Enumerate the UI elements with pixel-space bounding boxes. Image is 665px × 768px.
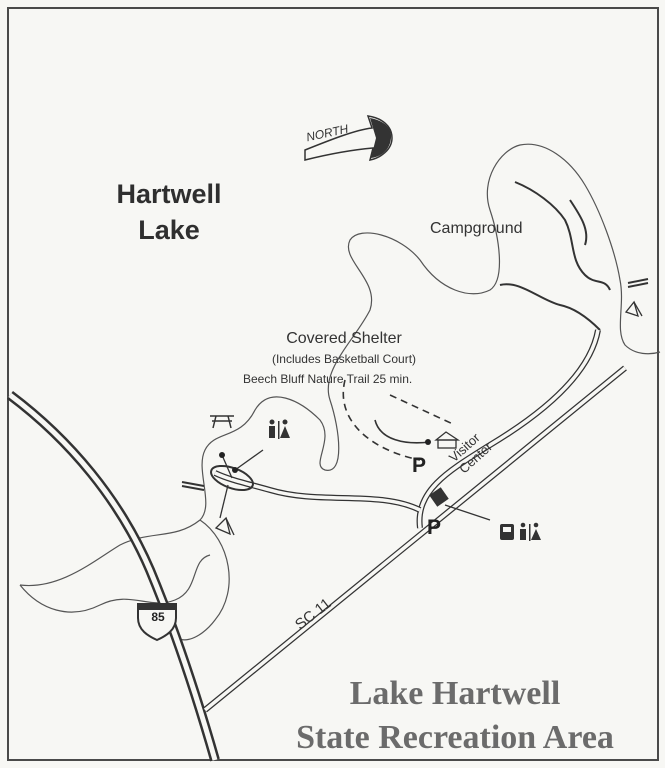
nature-trail bbox=[342, 379, 456, 461]
visitor-center-pointer bbox=[444, 504, 491, 521]
lake-name-line1: Hartwell bbox=[116, 179, 222, 209]
interstate-85 bbox=[6, 391, 220, 762]
parking-icon: P bbox=[412, 454, 427, 477]
campground-label: Campground bbox=[430, 220, 523, 237]
visitor-center-icon bbox=[429, 487, 449, 507]
phone-icon bbox=[500, 524, 514, 540]
interstate-shield-icon bbox=[137, 603, 177, 642]
shelter-icon bbox=[434, 431, 461, 449]
campground-inlet bbox=[499, 181, 611, 331]
lake-name-line2: Lake bbox=[138, 215, 200, 245]
map-title-line1: Lake Hartwell bbox=[349, 675, 561, 712]
nature-trail-label: Beech Bluff Nature Trail 25 min. bbox=[243, 372, 413, 386]
picnic-table-icon bbox=[210, 415, 234, 429]
restroom-icon bbox=[269, 419, 290, 439]
restroom-icon bbox=[520, 522, 541, 541]
boat-ramp-icon bbox=[627, 278, 649, 288]
fishing-icon bbox=[214, 516, 235, 536]
parking-icon: P bbox=[427, 516, 442, 539]
shelter-path bbox=[374, 419, 431, 444]
boat-ramp-icon bbox=[181, 481, 205, 491]
north-arrow-icon bbox=[304, 115, 393, 161]
road-sc11 bbox=[203, 365, 627, 713]
shelter-sub-label: (Includes Basketball Court) bbox=[271, 352, 417, 366]
lake-name: Hartwell Lake bbox=[84, 176, 254, 248]
park-road bbox=[416, 329, 601, 529]
map-title: Lake Hartwell State Recreation Area bbox=[245, 672, 665, 760]
lake-access-road bbox=[213, 470, 422, 513]
interstate-shield-label: 85 bbox=[151, 610, 165, 624]
shelter-marker bbox=[425, 439, 431, 445]
shelter-label: Covered Shelter bbox=[286, 330, 402, 347]
map-frame bbox=[7, 7, 659, 761]
map-title-line2: State Recreation Area bbox=[296, 719, 614, 756]
fishing-icon bbox=[624, 300, 643, 318]
